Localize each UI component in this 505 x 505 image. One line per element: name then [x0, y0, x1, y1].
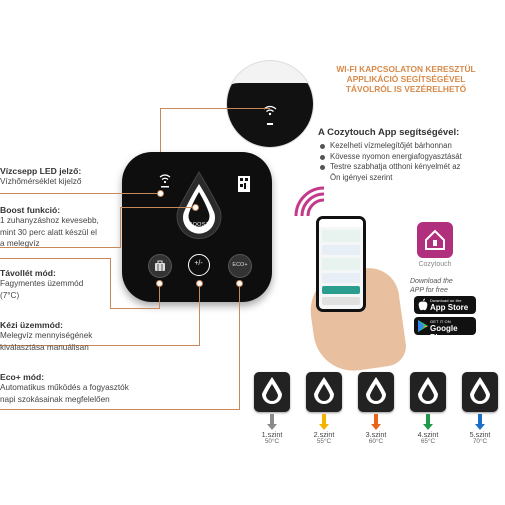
- level-arrow-3: [374, 414, 378, 424]
- manual-mode-label: +/-: [194, 260, 203, 267]
- house-icon: [425, 229, 445, 250]
- app-section: A Cozytouch App segítségével: Kezelheti …: [318, 127, 503, 183]
- smartphone: [316, 216, 366, 312]
- app-feature-item: Kezelheti vízmelegítőjét bárhonnan: [318, 141, 503, 152]
- qr-code: [238, 176, 250, 192]
- level-temp: 65°C: [420, 438, 436, 445]
- level-arrow-head-3: [371, 424, 381, 430]
- level-card-3: [358, 372, 394, 412]
- level-arrow-head-4: [423, 424, 433, 430]
- label-away-title: Távollét mód:: [0, 268, 56, 278]
- app-store-label: App Store: [430, 303, 469, 312]
- label-eco-title: Eco+ mód:: [0, 372, 45, 382]
- app-feature-item-continued: Ön igényei szerint: [330, 172, 393, 182]
- level-card-2: [306, 372, 342, 412]
- level-name: 3.szint: [365, 430, 387, 439]
- label-boost-title: Boost funkció:: [0, 205, 61, 215]
- download-line-1: Download the: [410, 278, 453, 285]
- wifi-led-icon: [260, 103, 280, 117]
- app-store-small: Download on the: [430, 298, 462, 303]
- eco-mode-button[interactable]: ECO+: [228, 254, 252, 278]
- wifi-heading: WI-FI KAPCSOLATON KERESZTÜL APPLIKÁCIÓ S…: [316, 64, 496, 94]
- level-card-4: [410, 372, 446, 412]
- label-led-title: Vízcsepp LED jelző:: [0, 166, 82, 176]
- level-card-5: [462, 372, 498, 412]
- apple-icon: [418, 298, 428, 311]
- app-feature-item: Kövesse nyomon energiafogyasztását: [318, 152, 503, 163]
- suitcase-icon: [155, 260, 165, 271]
- level-arrow-4: [426, 414, 430, 424]
- level-card-1: [254, 372, 290, 412]
- level-name: 2.szint: [313, 430, 335, 439]
- app-name: Cozytouch: [418, 261, 452, 268]
- boost-button[interactable]: BOOST: [188, 222, 210, 228]
- level-temp: 60°C: [368, 438, 384, 445]
- label-manual-line-1: Melegvíz mennyiségének: [0, 331, 93, 340]
- app-section-title: A Cozytouch App segítségével:: [318, 127, 460, 138]
- label-led: Vízcsepp LED jelző: Vízhőmérséklet kijel…: [0, 166, 150, 188]
- eco-mode-label: ECO+: [232, 262, 248, 268]
- level-arrow-head-2: [319, 424, 329, 430]
- label-eco-line-1: Automatikus működés a fogyasztók: [0, 383, 129, 392]
- app-feature-list: Kezelheti vízmelegítőjét bárhonnan Köves…: [318, 141, 503, 183]
- label-boost: Boost funkció: 1 zuhanyzáshoz kevesebb, …: [0, 205, 150, 250]
- wifi-heading-line-1: WI-FI KAPCSOLATON KERESZTÜL: [336, 64, 476, 74]
- level-name: 1.szint: [261, 430, 283, 439]
- zoom-circle: [226, 60, 314, 148]
- phone-screen: [319, 219, 363, 309]
- download-text: Download the APP for free: [410, 277, 480, 295]
- level-name: 4.szint: [417, 430, 439, 439]
- zoom-connector: [160, 108, 270, 109]
- label-manual-line-2: kiválasztása manuálisan: [0, 342, 89, 352]
- wifi-heading-line-2: APPLIKÁCIÓ SEGÍTSÉGÉVEL: [346, 74, 466, 84]
- label-away-line-1: Fagymentes üzemmód: [0, 279, 84, 288]
- level-name: 5.szint: [469, 430, 491, 439]
- wifi-signal-icon: [290, 182, 330, 222]
- level-arrow-head-1: [267, 424, 277, 430]
- level-arrow-head-5: [475, 424, 485, 430]
- play-icon: [418, 320, 428, 332]
- label-away-line-2: (7°C): [0, 290, 20, 300]
- level-temp: 50°C: [264, 438, 280, 445]
- app-store-button[interactable]: Download on the App Store: [414, 296, 476, 314]
- label-eco-line-2: napi szokásainak megfelelően: [0, 394, 110, 404]
- label-boost-line-2: mint 30 perc alatt készül el: [0, 227, 97, 237]
- app-feature-item: Testre szabhatja otthoni kényelmét az: [318, 162, 503, 173]
- google-play-button[interactable]: GET IT ON Google Play: [414, 317, 476, 342]
- manual-mode-button[interactable]: +/-: [188, 254, 210, 276]
- water-drop-indicator: [172, 170, 226, 244]
- level-arrow-2: [322, 414, 326, 424]
- label-manual-title: Kézi üzemmód:: [0, 320, 64, 330]
- level-temp: 55°C: [316, 438, 332, 445]
- download-line-2: APP for free: [410, 287, 448, 294]
- level-arrow-1: [270, 414, 274, 424]
- label-eco: Eco+ mód: Automatikus működés a fogyaszt…: [0, 372, 170, 405]
- google-play-label: Google Play: [430, 324, 458, 342]
- device-wifi-icon: [157, 172, 173, 190]
- label-boost-line-3: a melegvíz: [0, 239, 40, 248]
- cozytouch-app-icon[interactable]: [417, 222, 453, 258]
- label-away: Távollét mód: Fagymentes üzemmód (7°C): [0, 268, 150, 301]
- device-body: BOOST +/- ECO+: [122, 152, 272, 302]
- wifi-heading-line-3: TÁVOLRÓL IS VEZÉRELHETŐ: [345, 84, 467, 94]
- level-arrow-5: [478, 414, 482, 424]
- label-manual: Kézi üzemmód: Melegvíz mennyiségének kiv…: [0, 320, 150, 353]
- level-temp: 70°C: [472, 438, 488, 445]
- google-play-small: GET IT ON: [430, 319, 451, 324]
- label-led-text: Vízhőmérséklet kijelző: [0, 177, 82, 186]
- away-mode-button[interactable]: [148, 254, 172, 278]
- label-boost-line-1: 1 zuhanyzáshoz kevesebb,: [0, 216, 99, 225]
